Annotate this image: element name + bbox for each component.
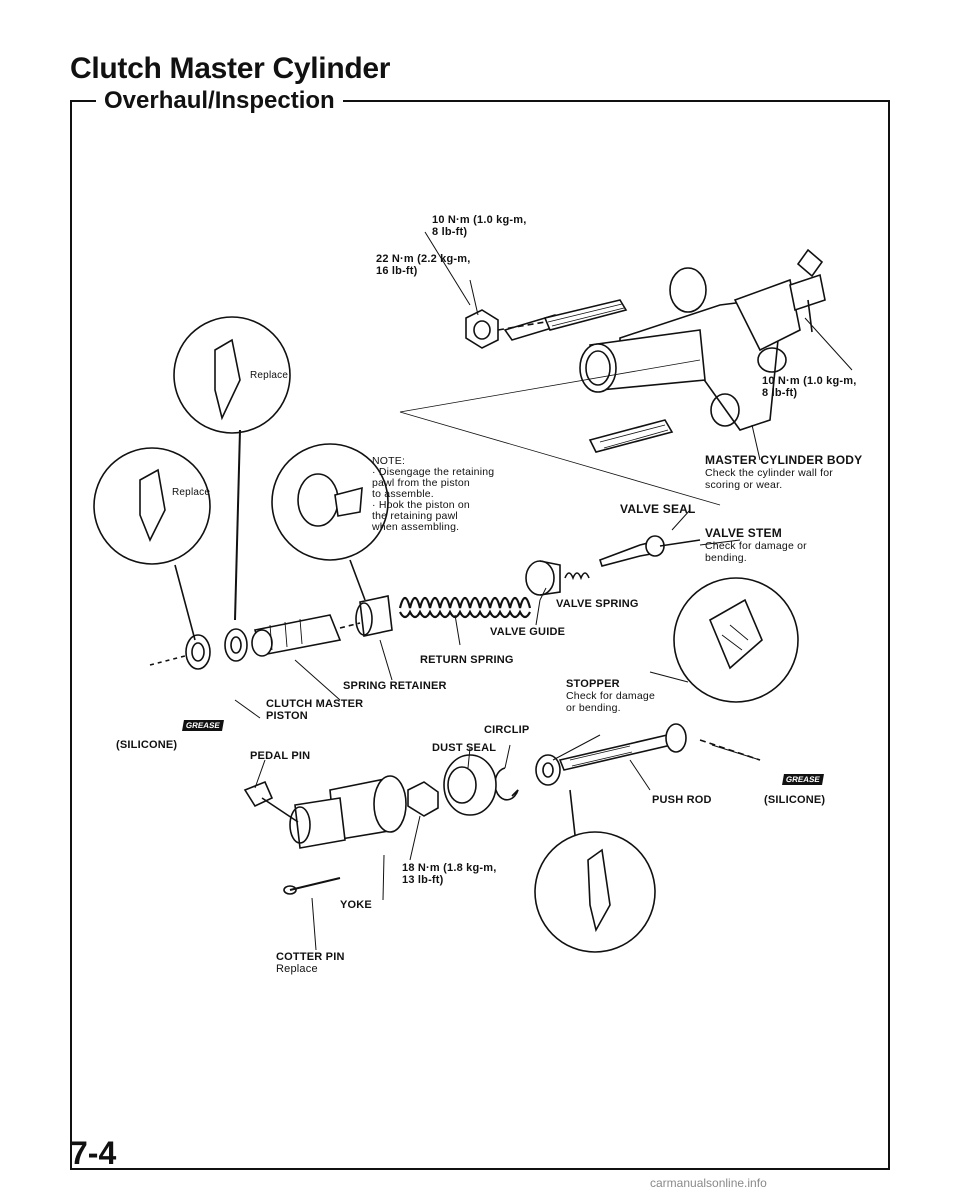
torque-label-yoke: 18 N·m (1.8 kg-m, 13 lb-ft) — [402, 862, 497, 886]
label-yoke: YOKE — [340, 899, 372, 911]
assembly-note: NOTE: · Disengage the retaining pawl fro… — [372, 455, 495, 533]
label-push-rod: PUSH ROD — [652, 794, 712, 806]
piston-seals — [149, 628, 248, 670]
label-master-cylinder-body: MASTER CYLINDER BODY — [705, 453, 863, 467]
detail-circle-stopper — [673, 577, 799, 703]
label-silicone-right: (SILICONE) — [764, 794, 826, 806]
spring-retainer — [355, 595, 393, 637]
label-spring-retainer: SPRING RETAINER — [343, 680, 447, 692]
detail-circle-piston-pawl — [271, 443, 389, 601]
note-stopper: Check for damage or bending. — [566, 690, 655, 714]
torque-label-bleeder: 10 N·m (1.0 kg-m, 8 lb-ft) — [762, 375, 857, 399]
label-dust-seal: DUST SEAL — [432, 742, 497, 754]
label-replace-left: Replace — [172, 487, 211, 498]
torque-label-top: 10 N·m (1.0 kg-m, 8 lb-ft) — [432, 214, 527, 238]
watermark: carmanualsonline.info — [650, 1176, 767, 1190]
bleeder-fitting — [789, 248, 826, 333]
label-cotter-pin: COTTER PIN — [276, 951, 345, 963]
note-cotter-pin: Replace — [276, 963, 318, 975]
label-clutch-master-piston: CLUTCH MASTER PISTON — [266, 698, 364, 722]
label-stopper: STOPPER — [566, 678, 620, 690]
note-master-cylinder-body: Check the cylinder wall for scoring or w… — [705, 467, 833, 491]
detail-circle-seal-replace-upper — [173, 316, 291, 621]
grease-tube-icon-left: GREASE — [182, 720, 224, 731]
return-spring — [398, 596, 532, 619]
section-frame-right — [888, 100, 890, 1170]
label-circlip: CIRCLIP — [484, 724, 530, 736]
mounting-stud — [465, 299, 628, 349]
section-title: Overhaul/Inspection — [96, 87, 343, 115]
master-cylinder-body — [579, 267, 801, 431]
page-number: 7-4 — [70, 1135, 117, 1171]
second-stud — [588, 419, 674, 453]
valve-parts — [525, 535, 701, 596]
grease-tube-icon-right: GREASE — [782, 774, 824, 785]
detail-circle-push-rod — [534, 789, 656, 953]
page-title: Clutch Master Cylinder — [70, 52, 391, 85]
callout-lines — [234, 231, 853, 951]
push-rod-assembly — [243, 723, 761, 895]
label-valve-guide: VALVE GUIDE — [490, 626, 566, 638]
label-return-spring: RETURN SPRING — [420, 654, 514, 666]
torque-label-stud: 22 N·m (2.2 kg-m, 16 lb-ft) — [376, 253, 471, 277]
label-valve-seal: VALVE SEAL — [620, 502, 696, 516]
clutch-master-piston — [251, 614, 361, 657]
detail-circle-seal-replace-left — [93, 447, 211, 641]
label-pedal-pin: PEDAL PIN — [250, 750, 311, 762]
label-replace-upper: Replace — [250, 370, 289, 381]
section-frame — [70, 100, 890, 1170]
label-silicone-left: (SILICONE) — [116, 739, 178, 751]
label-valve-spring: VALVE SPRING — [556, 598, 639, 610]
note-valve-stem: Check for damage or bending. — [705, 540, 807, 564]
label-valve-stem: VALVE STEM — [705, 526, 782, 540]
